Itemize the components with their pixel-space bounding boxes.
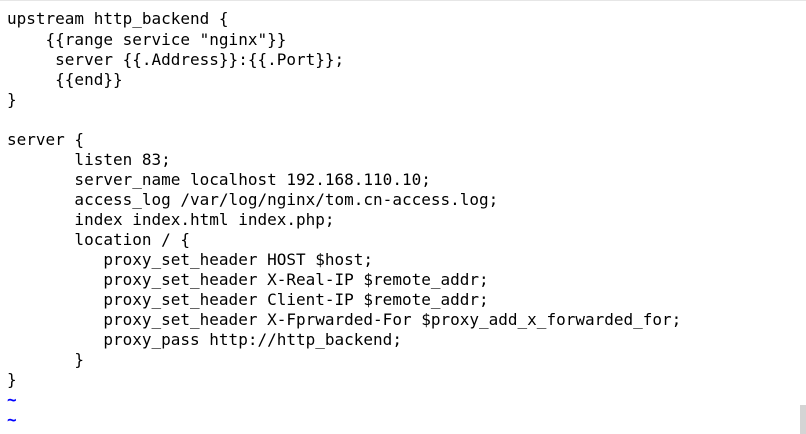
code-line: proxy_pass http://http_backend; xyxy=(7,330,402,349)
code-line: server {{.Address}}:{{.Port}}; xyxy=(7,50,345,69)
code-line: {{end}} xyxy=(7,70,123,89)
vertical-scrollbar[interactable] xyxy=(800,405,806,434)
code-line: upstream http_backend { xyxy=(7,9,229,28)
code-line: proxy_set_header HOST $host; xyxy=(7,250,374,269)
code-line: access_log /var/log/nginx/tom.cn-access.… xyxy=(7,190,499,209)
code-line: proxy_set_header Client-IP $remote_addr; xyxy=(7,290,489,309)
code-line: } xyxy=(7,90,17,109)
code-line: proxy_set_header X-Real-IP $remote_addr; xyxy=(7,270,489,289)
code-line: server_name localhost 192.168.110.10; xyxy=(7,170,431,189)
code-line: proxy_set_header X-Fprwarded-For $proxy_… xyxy=(7,310,682,329)
code-line: index index.html index.php; xyxy=(7,210,335,229)
code-line: location / { xyxy=(7,230,191,249)
code-line: listen 83; xyxy=(7,150,171,169)
empty-line-tilde: ~ xyxy=(7,410,17,429)
empty-line-tilde: ~ xyxy=(7,390,17,409)
window-top-border xyxy=(0,0,806,1)
code-line: server { xyxy=(7,130,85,149)
code-line: } xyxy=(7,350,85,369)
code-line: {{range service "nginx"}} xyxy=(7,30,287,49)
code-line: } xyxy=(7,370,17,389)
